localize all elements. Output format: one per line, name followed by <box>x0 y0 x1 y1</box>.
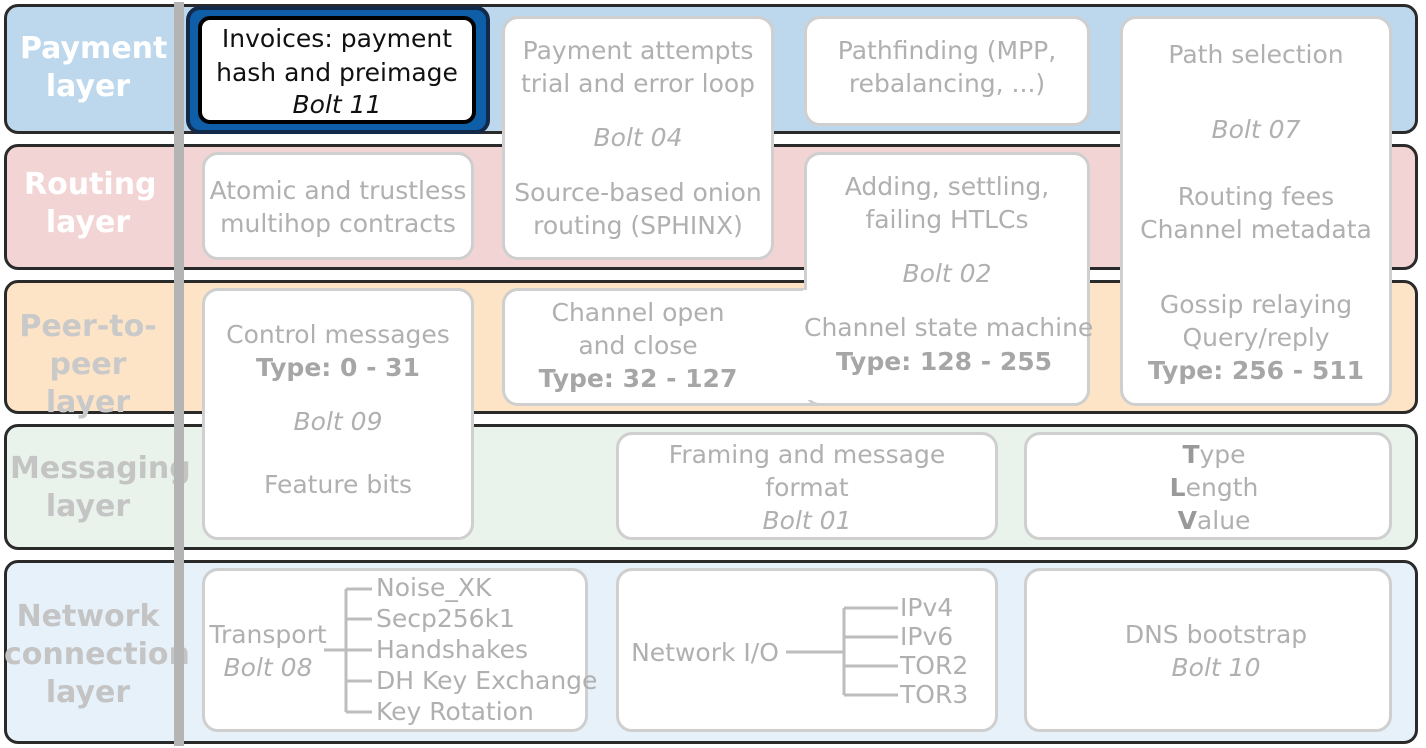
payment-attempts-line1: Payment attempts <box>522 36 754 65</box>
path-selection-line1: Path selection <box>1168 40 1344 69</box>
transport-item: Secp256k1 <box>376 604 515 633</box>
channel-metadata-line: Channel metadata <box>1140 215 1372 244</box>
control-messages-bolt: Bolt 09 <box>293 407 383 436</box>
onion-routing-line2: routing (SPHINX) <box>533 211 743 240</box>
routing-layer-label: Routing layer <box>24 167 157 240</box>
invoices-line1: Invoices: payment <box>221 24 453 53</box>
htlc-box[interactable] <box>804 152 1090 406</box>
atomic-contracts-line1: Atomic and trustless <box>209 176 467 205</box>
invoices-bolt: Bolt 11 <box>292 90 382 119</box>
channel-state-machine-line: Channel state machine <box>804 313 1094 342</box>
htlc-line2: failing HTLCs <box>865 205 1029 234</box>
tlv-length-line: Length <box>1169 473 1259 502</box>
tlv-type-line: Type <box>1182 440 1246 469</box>
channel-open-line2: and close <box>578 331 698 360</box>
framing-line1: Framing and message <box>668 440 946 469</box>
channel-open-type-range: Type: 32 - 127 <box>538 364 738 393</box>
onion-routing-line1: Source-based onion <box>514 178 762 207</box>
gossip-relaying-line: Gossip relaying <box>1159 290 1353 319</box>
layer-separator-line <box>174 2 184 746</box>
path-selection-bolt: Bolt 07 <box>1211 115 1301 144</box>
atomic-contracts-box[interactable] <box>202 152 474 260</box>
channel-state-type-range: Type: 128 - 255 <box>835 347 1053 376</box>
dns-bootstrap-line: DNS bootstrap <box>1124 620 1308 649</box>
messaging-layer-label: Messaging layer <box>10 451 191 524</box>
pathfinding-line2: rebalancing, ...) <box>848 69 1046 98</box>
invoices-line2: hash and preimage <box>216 58 458 87</box>
network-io-item: TOR3 <box>900 680 969 709</box>
control-messages-line1: Control messages <box>226 320 450 349</box>
pathfinding-line1: Pathfinding (MPP, <box>837 36 1057 65</box>
dns-bootstrap-box[interactable] <box>1024 568 1392 732</box>
dns-bootstrap-bolt: Bolt 10 <box>1171 653 1261 682</box>
network-io-line: Network I/O <box>631 638 779 667</box>
p2p-layer-label: Peer-to-peer layer <box>19 309 157 420</box>
network-layer-label: Network connection layer <box>4 599 190 710</box>
framing-bolt: Bolt 01 <box>762 506 852 535</box>
htlc-box-joint <box>803 290 817 400</box>
transport-item: Noise_XK <box>376 573 492 602</box>
transport-item: Key Rotation <box>376 697 534 726</box>
payment-attempts-line2: trial and error loop <box>520 69 756 98</box>
payment-attempts-box[interactable] <box>502 16 774 260</box>
path-selection-box[interactable] <box>1120 16 1392 406</box>
routing-fees-line: Routing fees <box>1177 182 1335 211</box>
atomic-contracts-line2: multihop contracts <box>220 209 456 238</box>
framing-box[interactable] <box>616 432 998 540</box>
channel-open-line1: Channel open <box>551 298 725 327</box>
transport-box[interactable] <box>202 568 588 732</box>
tlv-box[interactable] <box>1024 432 1392 540</box>
pathfinding-box[interactable] <box>804 16 1090 126</box>
query-reply-line: Query/reply <box>1182 323 1330 352</box>
gossip-type-range: Type: 256 - 511 <box>1147 356 1365 385</box>
control-messages-box[interactable] <box>202 288 474 540</box>
framing-line2: format <box>765 473 849 502</box>
network-io-item: IPv6 <box>900 622 954 651</box>
payment-layer-label: Payment layer <box>20 31 168 104</box>
payment-attempts-bolt: Bolt 04 <box>593 123 683 152</box>
network-io-item: IPv4 <box>900 593 954 622</box>
transport-item: Handshakes <box>376 635 529 664</box>
htlc-line1: Adding, settling, <box>844 172 1050 201</box>
control-messages-type-range: Type: 0 - 31 <box>256 353 420 382</box>
transport-line1: Transport <box>209 620 327 649</box>
transport-item: DH Key Exchange <box>376 666 598 695</box>
network-io-item: TOR2 <box>900 651 969 680</box>
htlc-bolt: Bolt 02 <box>902 259 992 288</box>
invoices-inner-box <box>198 16 476 124</box>
transport-bolt: Bolt 08 <box>223 653 313 682</box>
network-io-box[interactable] <box>616 568 998 732</box>
feature-bits-line: Feature bits <box>263 470 413 499</box>
tlv-value-line: Value <box>1177 506 1251 535</box>
